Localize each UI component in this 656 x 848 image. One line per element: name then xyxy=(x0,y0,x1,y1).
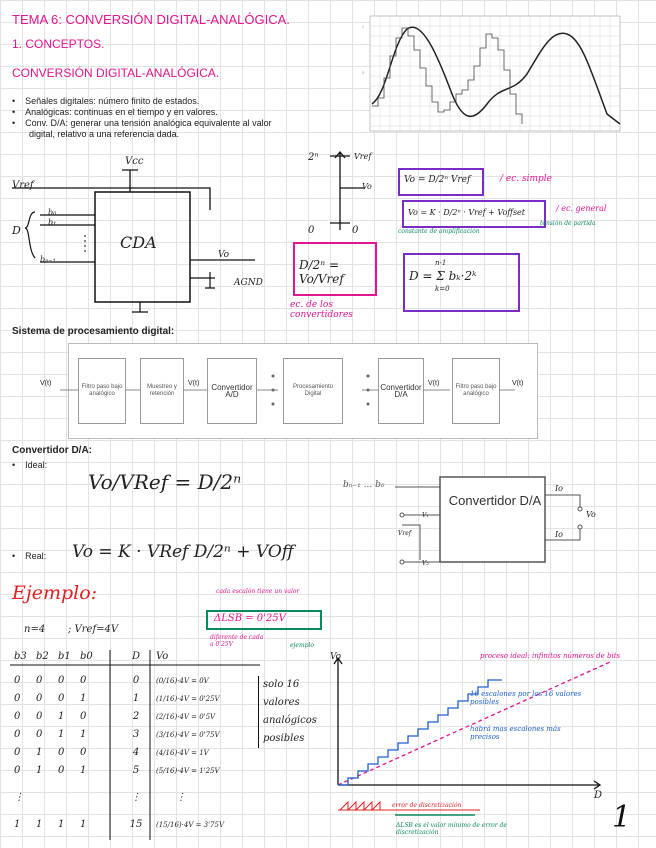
pipeline-vin: V(t) xyxy=(40,380,52,387)
block-filter-in: Filtro paso bajo analógico xyxy=(78,358,126,424)
pipeline-vout: V(t) xyxy=(512,380,524,387)
svg-text:0: 0 xyxy=(362,70,365,75)
axis-arrow-label: Vo xyxy=(362,182,372,191)
da-real-eq: Vo = K · VRef D/2ⁿ + VOff xyxy=(72,542,294,562)
bullet-item: • Conv. D/A: generar una tensión analógi… xyxy=(12,118,272,128)
lsb-note-1: cada escalón tiene un valor xyxy=(216,588,300,595)
waveform-figure: 10 xyxy=(362,15,621,132)
pipeline-v2: V(t) xyxy=(188,380,200,387)
bullet-list: • Señales digitales: número finito de es… xyxy=(12,96,342,140)
formula-box-general: Vo = K · D/2ⁿ · Vref + Voffset xyxy=(402,200,546,228)
vref-label: Vref xyxy=(12,180,34,191)
block-dac: Convertidor D/A xyxy=(378,358,424,424)
cda-diagram xyxy=(12,169,255,313)
da-vref: Vref xyxy=(398,530,411,537)
formula-sub-1: constante de amplificación xyxy=(398,228,480,235)
block-processing: Procesamiento Digital xyxy=(283,358,343,424)
formula-note-general: / ec. general xyxy=(556,204,607,213)
staircase-graph xyxy=(333,656,611,816)
da-v2: V₂ xyxy=(422,560,429,567)
axis-top-val: Vref xyxy=(354,152,372,161)
formula-box-simple: Vo = D/2ⁿ Vref xyxy=(398,168,484,196)
da-io1: Io xyxy=(555,484,563,493)
table-row: ⋮⋮⋮ xyxy=(14,792,186,803)
block-adc: Convertidor A/D xyxy=(207,358,257,424)
bn1-label: bₙ₋₁ xyxy=(40,255,56,264)
graph-note-2: 16 escalones por los 16 valores posibles xyxy=(470,690,582,706)
formula-sub-2: tensión de partida xyxy=(540,220,596,227)
graph-vo: Vo xyxy=(330,652,342,662)
axis-bottom-val: 0 xyxy=(352,225,359,236)
da-bits: bₙ₋₁ ... b₀ xyxy=(343,480,385,490)
graph-bottom-1: error de discretización xyxy=(392,802,462,809)
vcc-label: Vcc xyxy=(125,156,144,167)
page-title: TEMA 6: CONVERSIÓN DIGITAL-ANALÓGICA. xyxy=(12,12,290,27)
pipeline-connectors xyxy=(60,374,515,406)
graph-bottom-2: ΔLSB es el valor mínimo de error de disc… xyxy=(396,822,507,836)
da-ideal-label: • Ideal: xyxy=(12,460,48,470)
agnd-label: AGND xyxy=(234,278,263,288)
da-heading: Convertidor D/A: xyxy=(12,445,92,456)
bullet-item: digital, relativo a una referencia dada. xyxy=(29,129,180,139)
bullet-item: • Analógicas: continuas en el tiempo y e… xyxy=(12,107,218,117)
graph-ideal: proceso ideal: infinitos números de bits xyxy=(480,652,621,660)
axis-bottom: 0 xyxy=(308,225,315,236)
example-table-lines xyxy=(10,650,260,840)
pipeline-heading: Sistema de procesamiento digital: xyxy=(12,326,175,337)
example-title: Ejemplo: xyxy=(12,582,98,604)
graph-note-3: habrá mas escalones más precisos xyxy=(470,725,561,741)
section-title: 1. CONCEPTOS. xyxy=(12,37,105,51)
example-n: n=4 xyxy=(24,624,46,635)
lsb-note-2: diferente de cada a 0'25V xyxy=(210,634,264,648)
graph-d: D xyxy=(594,790,603,801)
axis-top: 2ⁿ xyxy=(308,152,319,163)
da-io2: Io xyxy=(555,530,563,539)
vo-label: Vo xyxy=(218,250,230,260)
block-filter-out: Filtro paso bajo analógico xyxy=(452,358,500,424)
d-label: D xyxy=(12,224,21,237)
page-number: 1 xyxy=(612,800,632,835)
da-block-label: Convertidor D/A xyxy=(448,493,542,508)
lsb-box: ΔLSB = 0'25V xyxy=(206,610,322,630)
pipeline-v5: V(t) xyxy=(428,380,440,387)
example-vref: ; Vref=4V xyxy=(68,624,119,635)
subtitle: CONVERSIÓN DIGITAL-ANALÓGICA. xyxy=(12,66,220,80)
formula-note-simple: / ec. simple xyxy=(500,174,552,184)
lsb-note-3: ejemplo xyxy=(290,642,315,649)
da-v1: V₁ xyxy=(422,512,429,519)
b0-label: b₀ xyxy=(48,208,57,217)
svg-text:1: 1 xyxy=(362,24,365,29)
formula-note-converter: ec. de los convertidores xyxy=(290,300,353,320)
formula-box-converter: D/2ⁿ = Vo/Vref xyxy=(293,242,377,296)
example-note: solo 16 valores analógicos posibles xyxy=(258,676,317,748)
block-sample-hold: Muestreo y retención xyxy=(140,358,184,424)
da-ideal-eq: Vo/VRef = D/2ⁿ xyxy=(88,470,242,494)
cda-label: CDA xyxy=(120,233,157,252)
axis-sketch xyxy=(330,150,365,230)
formula-box-sum: n-1 D = Σ bₖ·2ᵏ k=0 xyxy=(403,253,520,312)
da-block-figure xyxy=(395,476,583,565)
bullet-item: • Señales digitales: número finito de es… xyxy=(12,96,200,106)
da-vo: Vo xyxy=(586,510,596,519)
b1-label: b₁ xyxy=(48,218,57,227)
da-real-label: • Real: xyxy=(12,551,47,561)
